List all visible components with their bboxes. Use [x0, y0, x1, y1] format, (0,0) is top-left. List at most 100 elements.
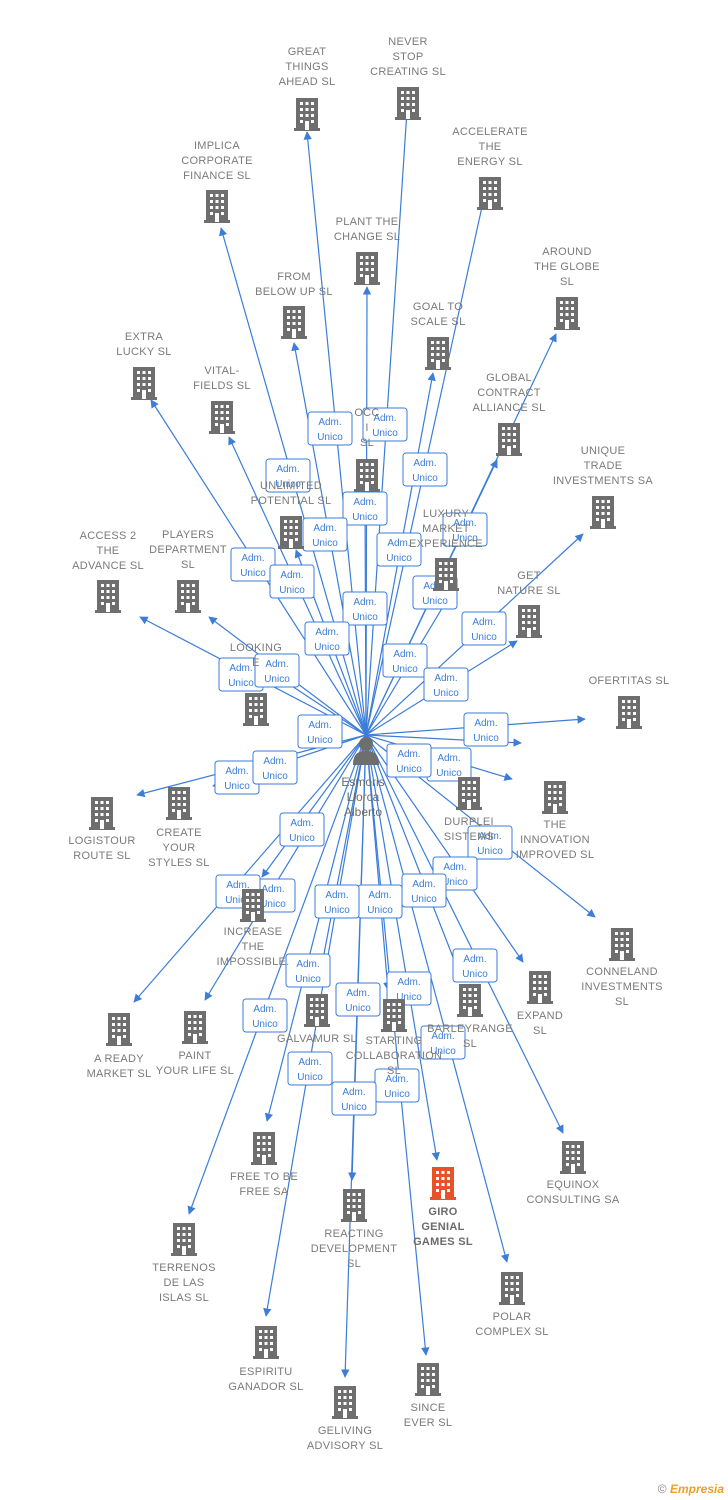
- role-badge-plant-the-change[interactable]: Adm.Unico: [342, 491, 388, 526]
- role-badge-goal-to-scale[interactable]: Adm.Unico: [376, 532, 422, 567]
- role-badge-unique-trade-investments[interactable]: Adm.Unico: [461, 611, 507, 646]
- company-name-line: SL: [560, 276, 574, 288]
- role-badge-galvamur[interactable]: Adm.Unico: [285, 953, 331, 988]
- role-badge-access-2-the-advance[interactable]: Adm.Unico: [218, 657, 264, 692]
- role-badge-ofertitas[interactable]: Adm.Unico: [463, 712, 509, 747]
- role-badge-around-the-globe[interactable]: Adm.Unico: [442, 512, 488, 547]
- company-node-ofertitas[interactable]: OFERTITAS SL: [589, 675, 670, 729]
- role-badge-the-innovation-improved[interactable]: Adm.Unico: [386, 743, 432, 778]
- role-badge-great-things-ahead[interactable]: Adm.Unico: [307, 411, 353, 446]
- role-badge-terrenos-de-las-islas[interactable]: Adm.Unico: [242, 998, 288, 1033]
- role-badge-since-ever[interactable]: Adm.Unico: [374, 1068, 420, 1103]
- company-name-line: CONTRACT: [477, 387, 541, 399]
- role-badge-giro-genial-games[interactable]: Adm.Unico: [386, 971, 432, 1006]
- role-badge-expand[interactable]: Adm.Unico: [401, 873, 447, 908]
- building-icon: [341, 1189, 367, 1222]
- company-name-line: GALVAMUR SL: [277, 1033, 357, 1045]
- company-name-line: DEPARTMENT: [149, 544, 227, 556]
- role-badge-luxury-market[interactable]: Adm.Unico: [382, 643, 428, 678]
- role-badge-extra-lucky[interactable]: Adm.Unico: [230, 547, 276, 582]
- company-name-line: SL: [533, 1025, 547, 1037]
- role-badge-get-nature[interactable]: Adm.Unico: [423, 667, 469, 702]
- role-badge-text: Adm.: [463, 954, 486, 965]
- center-name-line-3: Alberto: [344, 805, 382, 819]
- role-badge-polar-complex[interactable]: Adm.Unico: [420, 1025, 466, 1060]
- role-badge-create-your-styles[interactable]: Adm.Unico: [252, 750, 298, 785]
- role-badge-text: Unico: [471, 632, 497, 643]
- company-name-line: ADVISORY SL: [307, 1440, 383, 1452]
- company-node-vital-fields[interactable]: VITAL-FIELDS SL: [193, 365, 251, 434]
- role-badge-occ[interactable]: Adm.Unico: [342, 591, 388, 626]
- role-badge-text: Adm.: [397, 749, 420, 760]
- role-badge-conneland-investments[interactable]: Adm.Unico: [467, 825, 513, 860]
- role-badge-from-below-up[interactable]: Adm.Unico: [302, 517, 348, 552]
- role-badge-espiritu-ganador[interactable]: Adm.Unico: [287, 1051, 333, 1086]
- role-badge-geliving-advisory[interactable]: Adm.Unico: [331, 1081, 377, 1116]
- building-icon: [95, 580, 121, 613]
- role-badge-logistour-route[interactable]: Adm.Unico: [214, 760, 260, 795]
- building-icon: [294, 98, 320, 131]
- building-icon: [527, 971, 553, 1004]
- role-badge-box: [423, 667, 469, 702]
- role-badge-looking[interactable]: Adm.Unico: [297, 714, 343, 749]
- role-badge-players-department[interactable]: Adm.Unico: [254, 653, 300, 688]
- role-badge-accelerate-the-energy[interactable]: Adm.Unico: [402, 452, 448, 487]
- role-badge-paint-your-life[interactable]: Adm.Unico: [279, 812, 325, 847]
- role-badge-unlimited-potential[interactable]: Adm.Unico: [304, 621, 350, 656]
- edge-labels-layer: Adm.UnicoAdm.UnicoAdm.UnicoAdm.UnicoAdm.…: [214, 407, 513, 1116]
- company-name-line: PLANT THE: [336, 216, 399, 228]
- role-badge-free-to-be-free[interactable]: Adm.Unico: [314, 884, 360, 919]
- company-name-line: SL: [360, 437, 374, 449]
- role-badge-never-stop-creating[interactable]: Adm.Unico: [362, 407, 408, 442]
- role-badge-equinox-consulting[interactable]: Adm.Unico: [452, 948, 498, 983]
- company-name-line: INVESTMENTS SA: [553, 475, 654, 487]
- company-name-line: MARKET SL: [87, 1068, 152, 1080]
- role-badge-starting-collaboration[interactable]: Adm.Unico: [357, 884, 403, 919]
- role-badge-box: [331, 1081, 377, 1116]
- center-node[interactable]: Esmoris Llorca Alberto: [341, 737, 385, 819]
- role-badge-durplei-sistems[interactable]: Adm.Unico: [426, 747, 472, 782]
- company-node-galvamur[interactable]: GALVAMUR SL: [277, 994, 357, 1045]
- role-badge-reacting-development[interactable]: Adm.Unico: [335, 982, 381, 1017]
- role-badge-vital-fields[interactable]: Adm.Unico: [269, 564, 315, 599]
- role-badge-implica-corporate-finance[interactable]: Adm.Unico: [265, 458, 311, 493]
